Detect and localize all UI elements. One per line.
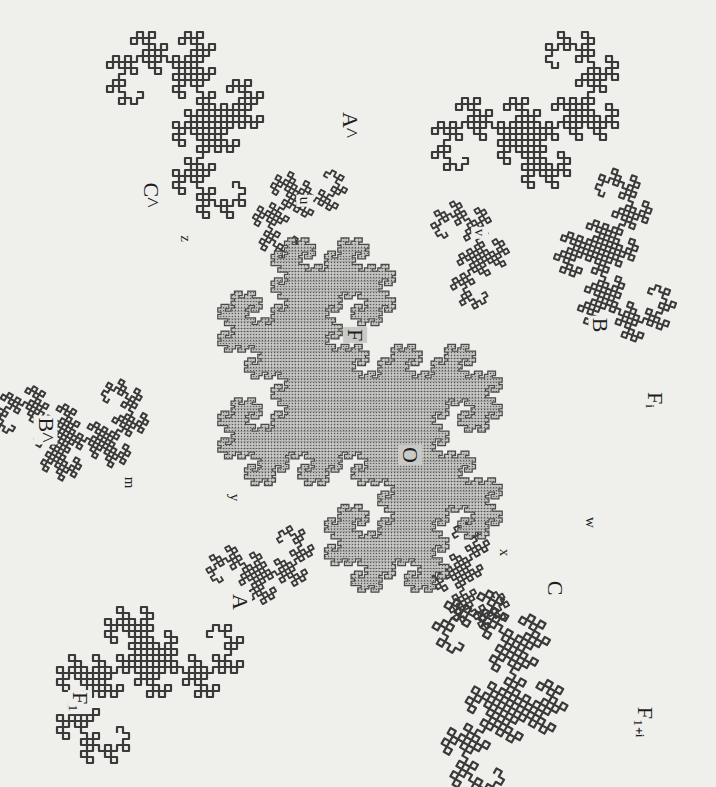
region-label: B [588, 316, 612, 335]
point-label: w [582, 515, 599, 530]
region-label: F₁₊ᵢ [633, 705, 657, 740]
region-label: B^ [33, 416, 57, 445]
dragon-curve [0, 379, 148, 480]
region-label: C [543, 579, 567, 598]
point-label: x [497, 546, 514, 558]
region-label: F₁ [68, 690, 92, 714]
region-label: A [228, 592, 252, 612]
region-label: Fᵢ [643, 390, 667, 410]
region-label: C^ [138, 181, 162, 210]
point-label: v [472, 226, 489, 238]
dragon-curve [107, 32, 263, 218]
point-label: y [227, 491, 244, 503]
dragon-curve [206, 526, 314, 604]
dragon-curve [432, 32, 618, 188]
point-label: m [121, 474, 138, 490]
dragon-curve [554, 169, 676, 342]
twindragon-tile [218, 238, 501, 591]
tile-border [218, 238, 501, 591]
dragon-curve [431, 201, 509, 309]
point-label: u [297, 194, 314, 206]
region-label: F [343, 327, 367, 343]
dragon-curve [433, 591, 568, 787]
dragon-curve [57, 607, 243, 763]
tile-fill [218, 238, 501, 591]
region-label: O [398, 445, 422, 465]
point-label: z [176, 233, 193, 244]
region-label: A^ [338, 110, 362, 140]
dragon-curves [0, 32, 676, 787]
